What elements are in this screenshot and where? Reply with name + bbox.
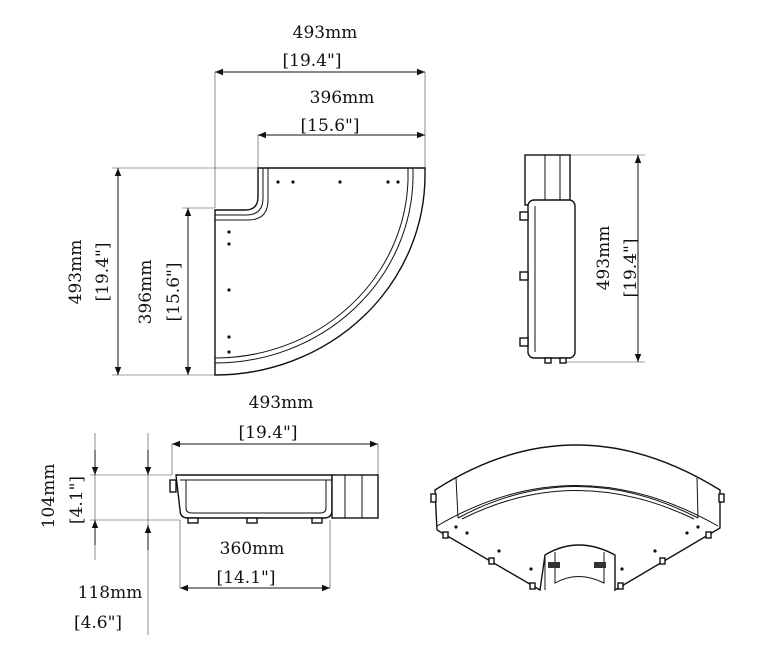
side-view: 493mm [19.4"]	[519, 154, 645, 364]
top-width-in: [19.4"]	[283, 51, 342, 71]
front-width-mm: 493mm	[249, 393, 314, 413]
front-depth-in: [4.1"]	[67, 476, 87, 524]
front-total-depth-mm: 118mm	[78, 583, 143, 603]
isometric-view	[430, 444, 725, 592]
side-height-mm: 493mm	[594, 226, 614, 291]
front-width-in: [19.4"]	[239, 423, 298, 443]
front-body-width-mm: 360mm	[220, 539, 285, 559]
top-height-mm: 493mm	[66, 240, 86, 305]
top-inner-width-mm: 396mm	[310, 88, 375, 108]
top-inner-height-mm: 396mm	[136, 260, 156, 325]
top-width-mm: 493mm	[293, 23, 358, 43]
top-view: 493mm [19.4"] 396mm [15.6"] 493mm [19.4"…	[66, 23, 426, 376]
top-inner-width-in: [15.6"]	[301, 116, 360, 136]
side-height-in: [19.4"]	[621, 239, 641, 298]
front-total-depth-in: [4.6"]	[74, 613, 122, 633]
tray-outline	[214, 167, 426, 376]
front-body-width-in: [14.1"]	[217, 568, 276, 588]
top-height-in: [19.4"]	[93, 243, 113, 302]
front-view: 493mm [19.4"] 360mm [14.1"] 104mm [4.1"]…	[39, 393, 379, 635]
top-inner-height-in: [15.6"]	[164, 263, 184, 322]
front-depth-mm: 104mm	[39, 464, 59, 529]
